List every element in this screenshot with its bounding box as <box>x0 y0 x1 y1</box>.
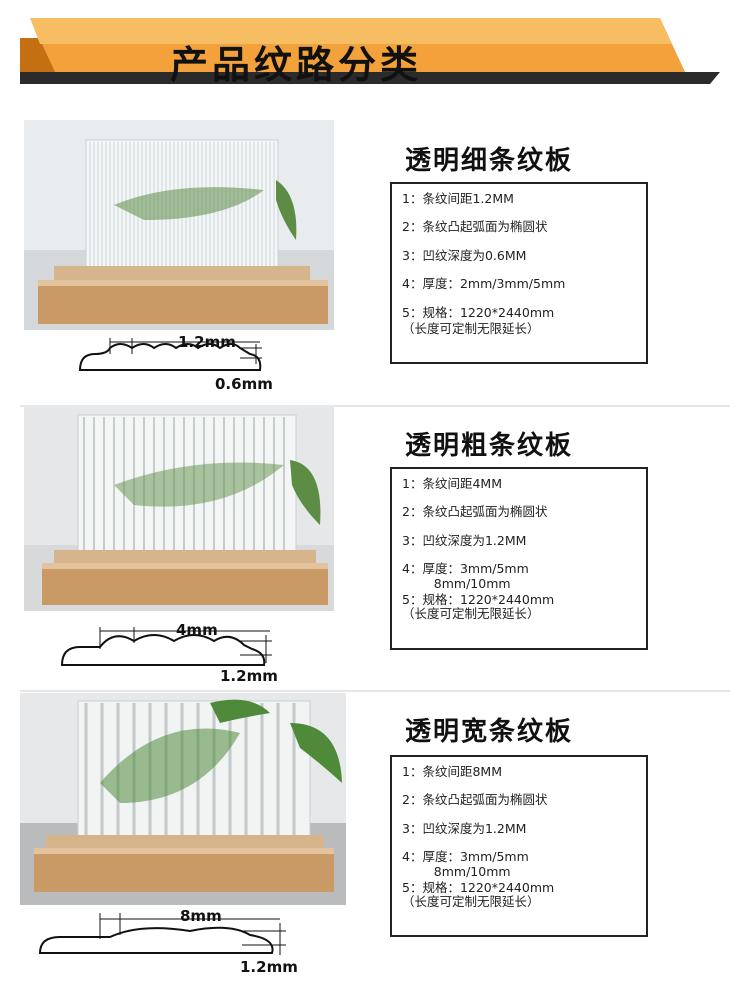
section-divider <box>20 690 730 692</box>
spec-note: （长度可定制无限延长） <box>402 606 540 622</box>
product-photo <box>20 693 346 905</box>
spec-item: 4：厚度：3mm/5mm <box>402 561 529 577</box>
spec-item: 1：条纹间距1.2MM <box>402 191 514 206</box>
spec-box: 1：条纹间距4MM 2：条纹凸起弧面为椭圆状 3：凹纹深度为1.2MM 4：厚度… <box>390 467 648 650</box>
pitch-dimension: 8mm <box>180 907 222 925</box>
depth-dimension: 1.2mm <box>220 667 278 685</box>
spec-item: 4：厚度：2mm/3mm/5mm <box>402 276 566 292</box>
banner-ribbon <box>20 18 720 84</box>
spec-item: 8mm/10mm <box>402 575 511 591</box>
spec-note: （长度可定制无限延长） <box>402 320 540 336</box>
spec-note: （长度可定制无限延长） <box>402 894 540 910</box>
spec-item: 3：凹纹深度为0.6MM <box>402 247 527 263</box>
spec-item: 5：规格：1220*2440mm <box>402 879 555 895</box>
spec-item: 1：条纹间距8MM <box>402 764 502 779</box>
product-photo <box>24 120 334 330</box>
pitch-dimension: 1.2mm <box>178 333 236 351</box>
spec-item: 4：厚度：3mm/5mm <box>402 849 529 865</box>
spec-item: 3：凹纹深度为1.2MM <box>402 532 527 548</box>
product-photo <box>24 405 334 611</box>
product-section-wide: 8mm 1.2mm 透明宽条纹板 1：条纹间距8MM 2：条纹凸起弧面为椭圆状 … <box>0 693 750 983</box>
section-divider <box>20 405 730 407</box>
spec-item: 8mm/10mm <box>402 863 511 879</box>
spec-item: 5：规格：1220*2440mm <box>402 304 555 320</box>
groove-profile-diagram <box>40 615 340 685</box>
product-title: 透明宽条纹板 <box>405 717 574 747</box>
depth-dimension: 0.6mm <box>215 375 273 393</box>
spec-item: 2：条纹凸起弧面为椭圆状 <box>402 504 548 520</box>
spec-item: 5：规格：1220*2440mm <box>402 591 555 607</box>
header-banner: 产品纹路分类 <box>20 14 720 87</box>
depth-dimension: 1.2mm <box>240 958 298 976</box>
spec-box: 1：条纹间距8MM 2：条纹凸起弧面为椭圆状 3：凹纹深度为1.2MM 4：厚度… <box>390 755 648 937</box>
groove-profile-diagram <box>40 330 340 400</box>
product-title: 透明粗条纹板 <box>405 431 574 461</box>
groove-profile-diagram <box>30 905 310 975</box>
page-title: 产品纹路分类 <box>170 43 423 87</box>
spec-item: 2：条纹凸起弧面为椭圆状 <box>402 792 548 808</box>
product-section-fine: 1.2mm 0.6mm 透明细条纹板 1：条纹间距1.2MM 2：条纹凸起弧面为… <box>0 120 750 410</box>
pitch-dimension: 4mm <box>176 621 218 639</box>
spec-item: 1：条纹间距4MM <box>402 476 502 491</box>
spec-box: 1：条纹间距1.2MM 2：条纹凸起弧面为椭圆状 3：凹纹深度为0.6MM 4：… <box>390 182 648 364</box>
product-title: 透明细条纹板 <box>405 146 574 176</box>
spec-item: 3：凹纹深度为1.2MM <box>402 820 527 836</box>
spec-item: 2：条纹凸起弧面为椭圆状 <box>402 219 548 235</box>
product-section-coarse: 4mm 1.2mm 透明粗条纹板 1：条纹间距4MM 2：条纹凸起弧面为椭圆状 … <box>0 405 750 695</box>
